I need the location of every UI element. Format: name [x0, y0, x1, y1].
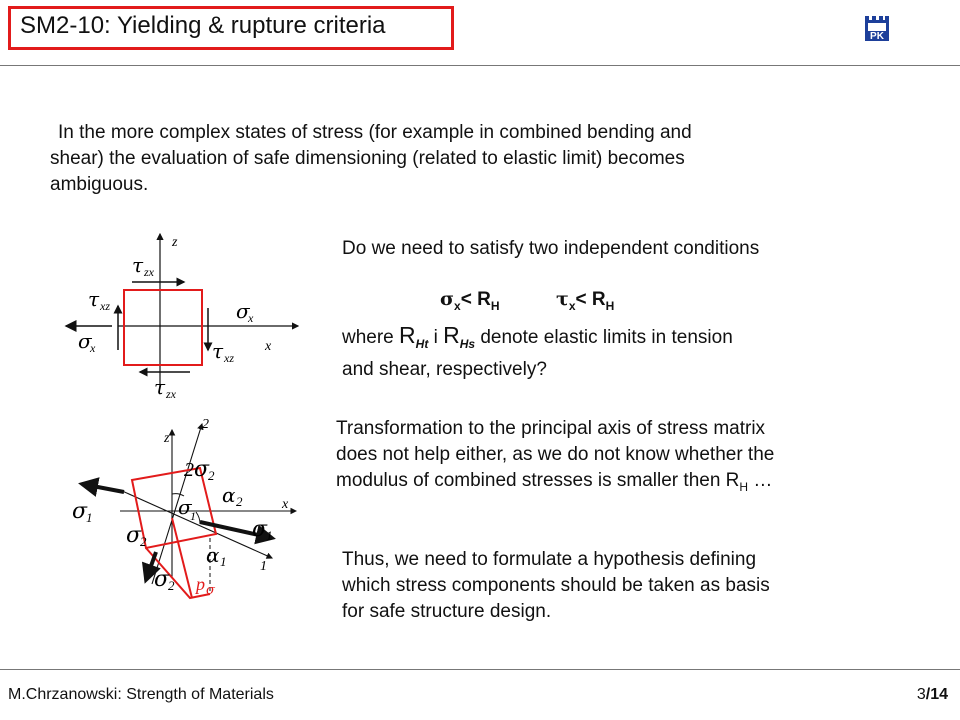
tau-xz-left-symbol: τ	[88, 287, 100, 311]
cond-tau-sub: x	[568, 298, 576, 313]
thus-line-1: Thus, we need to formulate a hypothesis …	[342, 549, 757, 570]
transformation-paragraph: Transformation to the principal axis of …	[336, 416, 896, 500]
two-sigma2-sub: 2	[208, 468, 215, 483]
transf-line-3-text: modulus of combined stresses is smaller …	[336, 470, 740, 491]
where-r2: R	[443, 322, 460, 348]
sigma1-right-sub: 1	[266, 528, 273, 543]
logo-letters: PK	[870, 31, 885, 42]
sigma2-bottom-symbol: σ	[154, 567, 170, 592]
where-post: denote elastic limits in tension	[475, 327, 733, 348]
rotated-element-square	[130, 466, 218, 550]
sigma-x-left-sub: x	[89, 341, 96, 355]
where-pre: where	[342, 327, 400, 348]
transf-line-3-sub: H	[739, 479, 749, 494]
p-sigma-sub: σ	[206, 583, 216, 598]
cond-sigma-rel: < R	[460, 289, 491, 310]
two-sigma2-symbol: σ	[194, 457, 210, 482]
tau-zx-bottom-sub: zx	[165, 387, 177, 401]
header-divider	[0, 65, 960, 66]
stress-element-diagram: z x τ zx τ xz σ x σ x τ xz τ zx	[64, 232, 300, 401]
transf-line-1: Transformation to the principal axis of …	[336, 418, 766, 439]
transf-line-2: does not help either, as we do not know …	[336, 444, 775, 465]
sigma2-inner-sub: 2	[140, 534, 147, 549]
tau-zx-top-sub: zx	[143, 265, 155, 279]
tau-zx-top-symbol: τ	[132, 253, 144, 277]
conclusion-paragraph: Thus, we need to formulate a hypothesis …	[342, 547, 902, 625]
two-sigma2-coef: 2	[184, 459, 194, 481]
intro-line-3: ambiguous.	[50, 174, 149, 195]
intro-line-2: shear) the evaluation of safe dimensioni…	[50, 148, 685, 169]
footer-divider	[0, 669, 960, 670]
p-sigma-p: p	[194, 574, 205, 594]
transf-line-3: modulus of combined stresses is smaller …	[336, 468, 896, 500]
sigma1-center-sub: 1	[190, 509, 196, 523]
sigma1-left-arrow	[78, 477, 125, 497]
axis-x-label-2: x	[281, 497, 289, 512]
sigma1-right-symbol: σ	[252, 517, 268, 542]
footer-author: M.Chrzanowski: Strength of Materials	[8, 686, 274, 703]
sigma2-bottom-sub: 2	[168, 578, 175, 593]
where-r1-sub: Ht	[415, 336, 429, 351]
where-r2-sub: Hs	[459, 336, 476, 351]
cond-sigma-rsub: H	[490, 298, 500, 313]
title-frame	[8, 6, 454, 50]
stress-element-square	[123, 289, 203, 366]
tau-xz-right-symbol: τ	[212, 339, 224, 363]
where-line-1: where RHt i RHs denote elastic limits in…	[342, 322, 862, 357]
tau-zx-bottom-symbol: τ	[154, 375, 166, 399]
where-r1: R	[399, 322, 416, 348]
cond-tau-rel: < R	[575, 289, 606, 310]
axis-z-label: z	[171, 235, 178, 250]
alpha1-sub: 1	[220, 554, 227, 569]
slide-title: SM2-10: Yielding & rupture criteria	[20, 12, 386, 39]
cond-tau-symbol: τ	[556, 288, 569, 310]
sigma-x-left-symbol: σ	[78, 329, 93, 353]
axis-1-line	[119, 489, 274, 559]
tau-xz-right-sub: xz	[223, 351, 234, 365]
axis-x-label: x	[264, 339, 272, 354]
axis-1-label: 1	[260, 559, 267, 574]
sigma1-left-symbol: σ	[72, 499, 88, 524]
sigma-x-right-sub: x	[247, 311, 254, 325]
alpha1-symbol: α	[206, 543, 220, 567]
conditions-line: σx< RH τx< RH	[440, 288, 614, 313]
intro-line-1: In the more complex states of stress (fo…	[58, 122, 692, 143]
axis-2-label: 2	[202, 417, 209, 432]
thus-line-2: which stress components should be taken …	[342, 575, 770, 596]
axis-2-line	[151, 422, 204, 585]
transf-line-3-end: …	[748, 470, 773, 491]
principal-axes-diagram: z x 2 1 σ 1 σ 1 σ 2 σ 2 2 σ 2 α 2 σ 1 α …	[72, 417, 298, 600]
cond-tau-rsub: H	[605, 298, 615, 313]
sigma1-center-symbol: σ	[178, 495, 193, 519]
sigma1-right-arrow	[199, 520, 276, 545]
page-current: 3	[916, 686, 926, 703]
alpha2-sub: 2	[236, 494, 243, 509]
intro-paragraph: In the more complex states of stress (fo…	[50, 120, 880, 198]
cond-sigma-symbol: σ	[440, 288, 455, 310]
page-total: /14	[925, 686, 948, 703]
sigma2-arrow	[141, 551, 161, 584]
where-line-2: and shear, respectively?	[342, 358, 547, 380]
university-logo: PK	[865, 16, 889, 42]
page-number: 3/14	[917, 686, 948, 704]
alpha2-symbol: α	[222, 483, 236, 507]
axis-z-label-2: z	[163, 431, 170, 446]
tau-xz-left-sub: xz	[99, 299, 110, 313]
where-mid: i	[428, 327, 444, 348]
question-text: Do we need to satisfy two independent co…	[342, 238, 760, 259]
sigma-x-right-symbol: σ	[236, 299, 251, 323]
sigma2-inner-symbol: σ	[126, 523, 142, 548]
cond-sigma-sub: x	[454, 298, 461, 313]
where-paragraph: where RHt i RHs denote elastic limits in…	[342, 322, 862, 383]
thus-line-3: for safe structure design.	[342, 601, 552, 622]
sigma1-left-sub: 1	[86, 510, 93, 525]
